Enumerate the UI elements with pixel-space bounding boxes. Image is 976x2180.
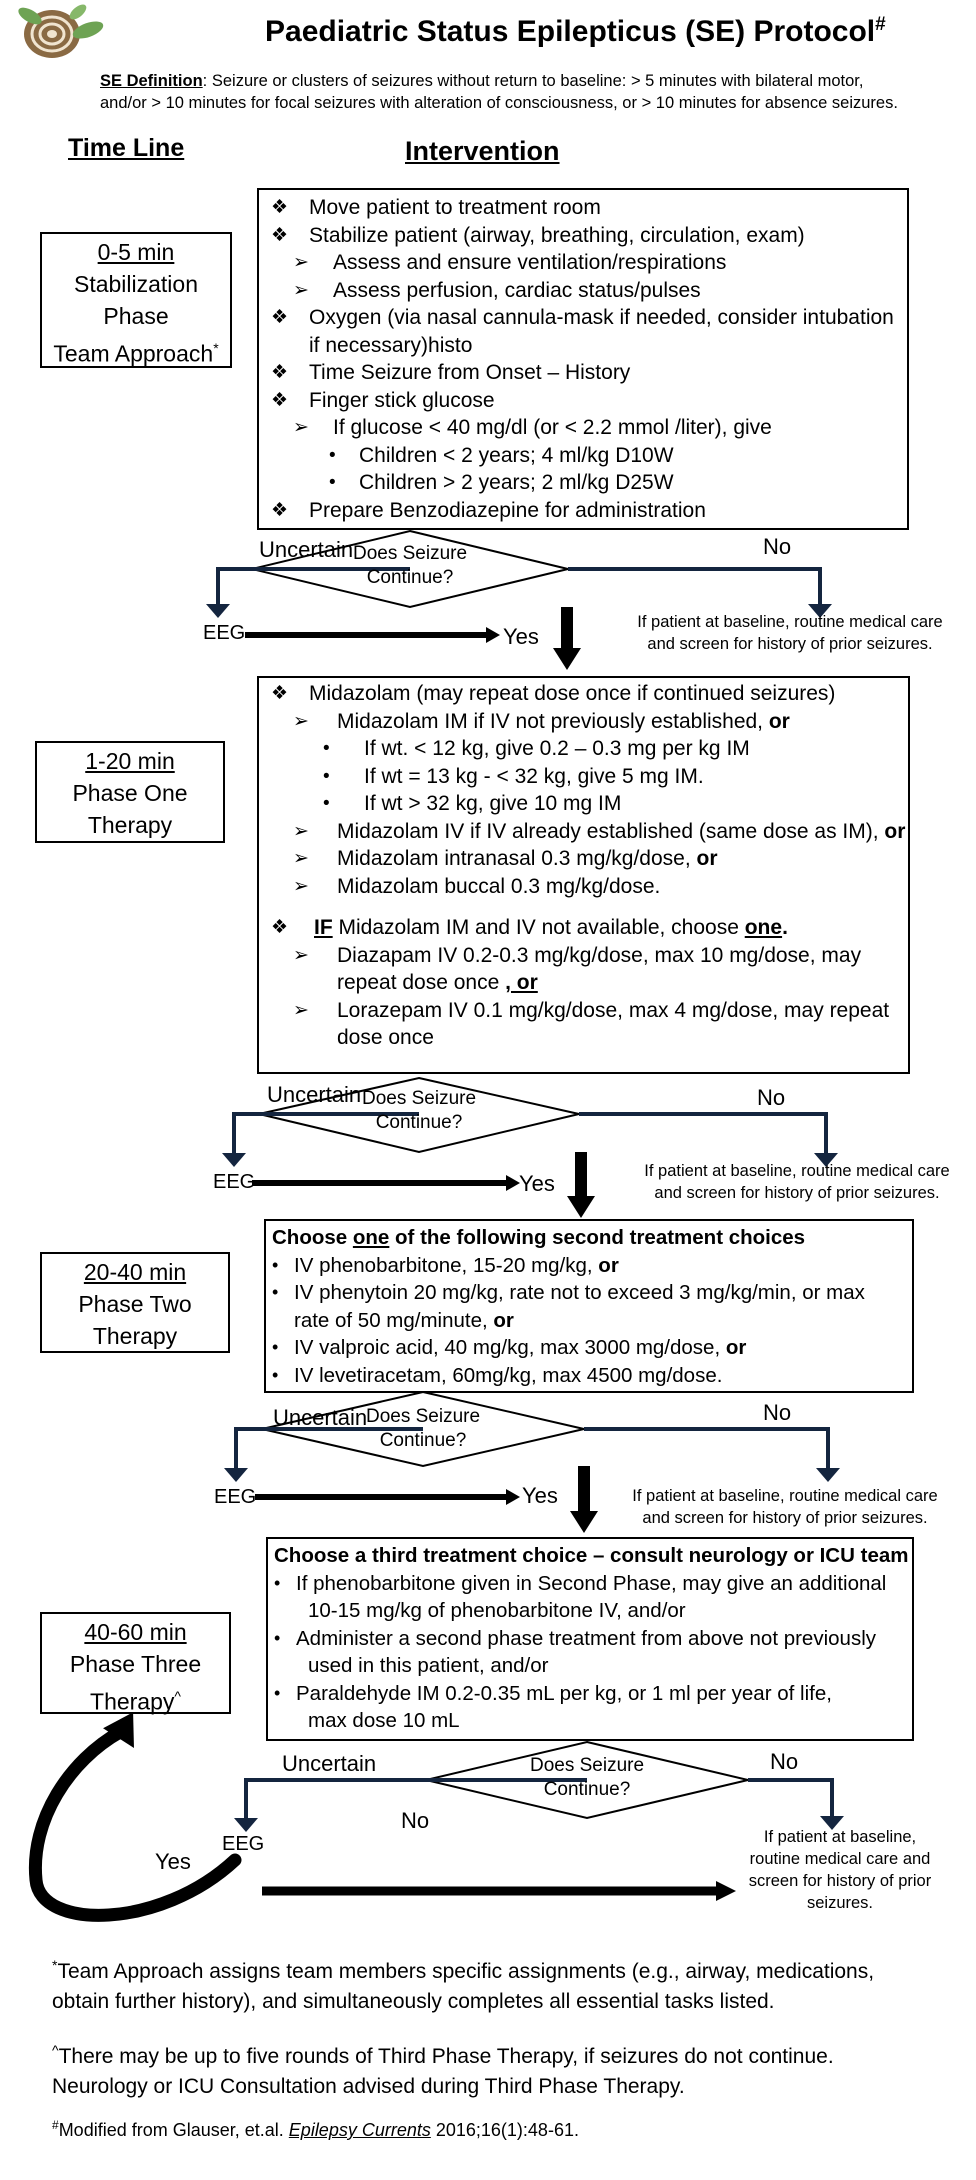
list-item: •Children > 2 years; 2 ml/kg D25W [329,471,674,494]
decision-1-eeg: EEG [203,622,246,644]
list-item: •If wt = 13 kg - < 32 kg, give 5 mg IM. [323,764,704,788]
stabilization-interventions: ❖Move patient to treatment room ❖Stabili… [257,188,909,530]
list-item: •If wt > 32 kg, give 10 mg IM [323,792,622,815]
decision-2-note: If patient at baseline, routine medical … [644,1162,950,1202]
page-title: Paediatric Status Epilepticus (SE) Proto… [265,14,886,48]
list-item: ➢If glucose < 40 mg/dl (or < 2.2 mmol /l… [293,416,772,439]
decision-3-uncertain: Uncertain [273,1405,368,1430]
decision-2-yes: Yes [519,1171,555,1196]
decision-3-eeg: EEG [214,1486,257,1508]
phase-one-interventions: ❖Midazolam (may repeat dose once if cont… [257,676,910,1074]
decision-1-note: If patient at baseline, routine medical … [637,613,943,653]
list-item: ➢Midazolam IM if IV not previously estab… [293,709,790,733]
decision-3-note: If patient at baseline, routine medical … [632,1487,938,1527]
decision-2-eeg: EEG [213,1171,256,1193]
list-item: ❖Stabilize patient (airway, breathing, c… [271,223,805,247]
decision-4-yes: Yes [155,1849,191,1874]
phase-three-interventions: Choose a third treatment choice – consul… [266,1537,914,1741]
list-item: ➢Assess and ensure ventilation/respirati… [293,251,727,274]
decision-4-uncertain: Uncertain [282,1751,377,1776]
loop-back-arrow [28,1725,242,1922]
list-item: •IV phenobarbitone, 15-20 mg/kg, or [272,1253,619,1277]
list-item: ➢Midazolam buccal 0.3 mg/kg/dose. [293,874,661,898]
decision-1-no: No [763,534,792,559]
list-item: •IV levetiracetam, 60mg/kg, max 4500 mg/… [272,1363,723,1387]
list-item: ➢Midazolam IV if IV already established … [293,819,906,843]
decision-4-no: No [401,1808,430,1833]
phase-two-interventions: Choose one of the following second treat… [264,1219,914,1393]
footnote-source: #Modified from Glauser, et.al. Epilepsy … [52,2118,579,2140]
list-item: ❖IF Midazolam IM and IV not available, c… [271,916,788,939]
phase-box-two: 20-40 min Phase Two Therapy [40,1252,230,1353]
decision-1-yes: Yes [503,624,539,649]
list-item: •If phenobarbitone given in Second Phase… [274,1571,887,1595]
list-item: •Administer a second phase treatment fro… [274,1626,876,1650]
list-item: •If wt. < 12 kg, give 0.2 – 0.3 mg per k… [323,737,750,760]
list-item: ❖Move patient to treatment room [271,196,601,219]
list-item: ❖Oxygen (via nasal cannula-mask if neede… [271,306,894,329]
list-item: ❖Time Seizure from Onset – History [271,361,631,384]
se-definition: SE Definition: Seizure or clusters of se… [100,72,898,112]
phase-box-one: 1-20 min Phase One Therapy [35,741,225,843]
decision-4-note: If patient at baseline,routine medical c… [748,1828,932,1912]
leaf-fingerprint-logo [8,2,108,60]
decision-4-no-right: No [770,1749,799,1774]
decision-4-eeg: EEG [222,1833,265,1855]
decision-3-yes: Yes [522,1483,558,1508]
list-item: ➢Midazolam intranasal 0.3 mg/kg/dose, or [293,847,718,870]
footnote-third-phase: ^There may be up to five rounds of Third… [52,2042,834,2098]
list-item: ➢Assess perfusion, cardiac status/pulses [293,278,701,302]
phase-box-three: 40-60 min Phase Three Therapy^ [40,1612,231,1715]
list-item: •Paraldehyde IM 0.2-0.35 mL per kg, or 1… [274,1681,832,1705]
decision-3-no: No [763,1400,792,1425]
decision-2-uncertain: Uncertain [267,1082,362,1107]
list-item: ❖Prepare Benzodiazepine for administrati… [271,498,706,522]
list-item: •IV valproic acid, 40 mg/kg, max 3000 mg… [272,1336,747,1359]
decision-2-no: No [757,1085,786,1110]
list-item: ➢Lorazepam IV 0.1 mg/kg/dose, max 4 mg/d… [293,998,890,1022]
decision-1-uncertain: Uncertain [259,537,354,562]
footnote-team-approach: *Team Approach assigns team members spec… [52,1957,875,2013]
phase-box-stabilization: 0-5 min Stabilization Phase Team Approac… [40,232,232,368]
list-item: ❖Midazolam (may repeat dose once if cont… [271,682,836,705]
list-item: ➢Diazapam IV 0.2-0.3 mg/kg/dose, max 10 … [293,943,862,967]
intervention-heading: Intervention [405,136,560,166]
list-item: ❖Finger stick glucose [271,388,495,412]
list-item: •IV phenytoin 20 mg/kg, rate not to exce… [272,1281,865,1304]
timeline-heading: Time Line [68,134,185,162]
list-item: •Children < 2 years; 4 ml/kg D10W [329,443,674,467]
